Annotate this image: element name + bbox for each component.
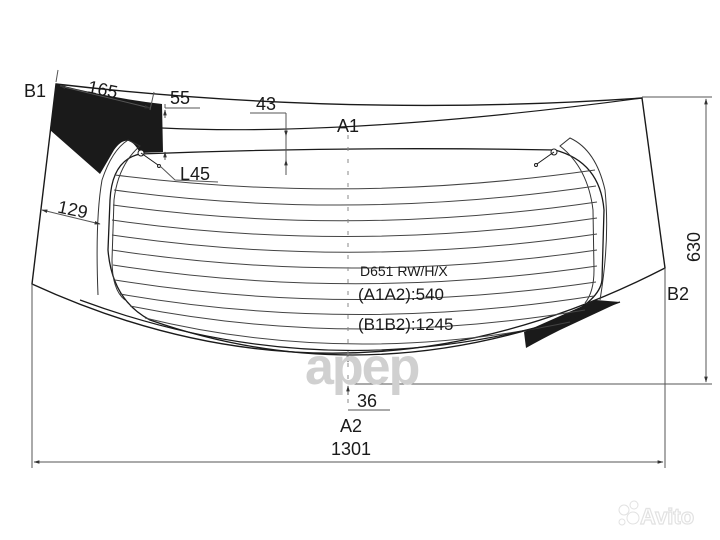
dim-165 <box>55 69 155 111</box>
label-1301: 1301 <box>331 439 371 459</box>
connector-left <box>137 149 161 168</box>
dim-36 <box>346 355 390 411</box>
watermark-center: apep <box>305 338 419 396</box>
ceramic-band-bottom-right <box>524 300 620 348</box>
label-129: 129 <box>56 197 90 223</box>
bottom-band-line <box>79 299 621 352</box>
label-36: 36 <box>357 391 377 411</box>
dim-height <box>348 96 712 385</box>
label-a1: A1 <box>337 116 359 136</box>
heated-area <box>107 148 605 356</box>
dim-width <box>31 268 666 468</box>
label-a2: A2 <box>340 416 362 436</box>
label-630: 630 <box>684 232 704 262</box>
label-b1: B1 <box>24 81 46 101</box>
label-55: 55 <box>170 88 190 108</box>
label-part-code: D651 RW/H/X <box>360 263 448 279</box>
label-l45: L45 <box>180 164 210 184</box>
top-band-line <box>161 97 643 131</box>
avito-watermark: Avito <box>618 500 695 530</box>
label-43: 43 <box>256 94 276 114</box>
avito-logo-text: Avito <box>640 504 694 529</box>
dim-55 <box>163 104 200 160</box>
right-frame <box>559 137 608 304</box>
dim-l45-leader <box>159 165 219 183</box>
glass-outline <box>31 83 666 354</box>
label-diag-a: (A1A2):540 <box>358 285 444 304</box>
heater-lines <box>111 169 598 345</box>
label-diag-b: (B1B2):1245 <box>358 315 453 334</box>
dim-129 <box>41 209 101 225</box>
connector-right <box>534 148 558 167</box>
label-b2: B2 <box>667 284 689 304</box>
dim-43 <box>250 112 288 175</box>
